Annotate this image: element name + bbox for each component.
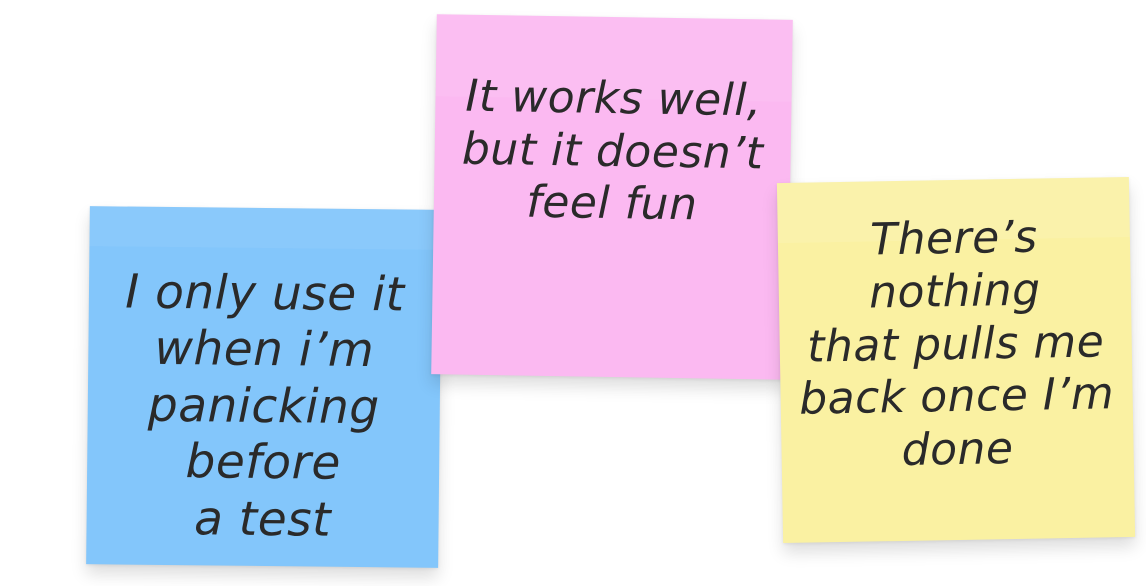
sticky-note-yellow: There’s nothing that pulls me back once … xyxy=(776,176,1136,544)
note-text-yellow: There’s nothing that pulls me back once … xyxy=(798,211,1115,477)
note-text-blue: I only use it when i’m panicking before … xyxy=(125,264,405,548)
sticky-note-blue: I only use it when i’m panicking before … xyxy=(86,206,442,568)
note-adhesive-strip xyxy=(89,206,442,250)
note-text-pink: It works well, but it doesn’t feel fun xyxy=(461,70,764,231)
sticky-note-pink: It works well, but it doesn’t feel fun xyxy=(431,14,793,380)
